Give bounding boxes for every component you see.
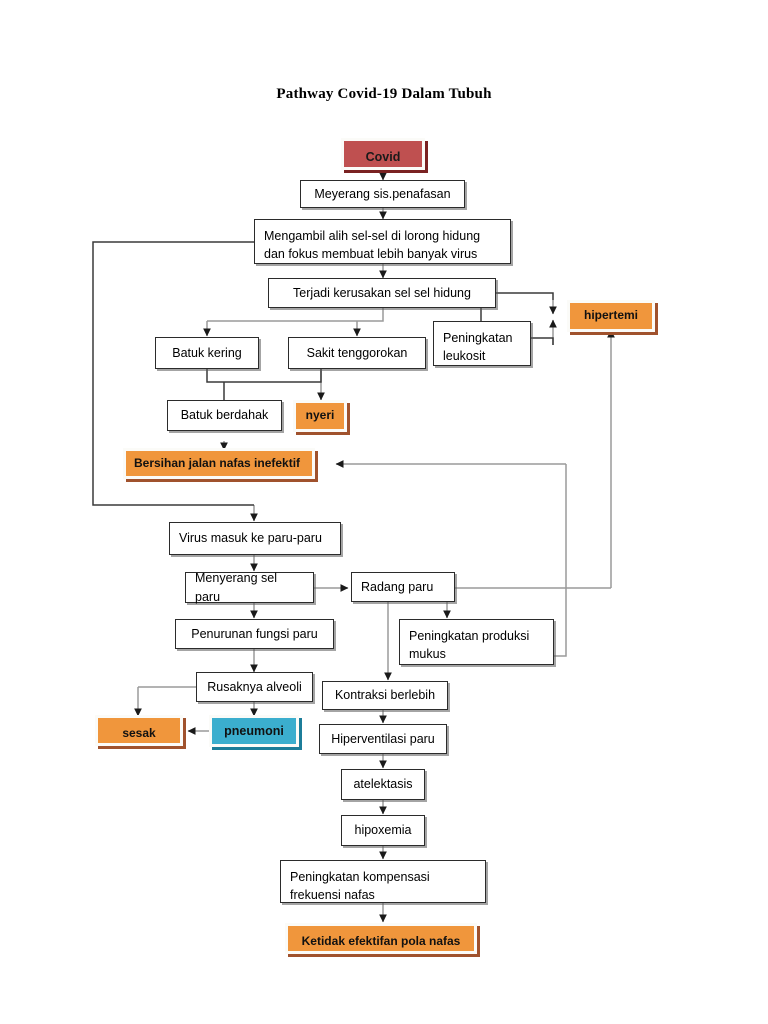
node-peningkatan-leukosit-label: Peningkatan leukosit <box>443 331 513 364</box>
node-radang-paru-label: Radang paru <box>361 579 434 594</box>
node-covid-label: Covid <box>365 149 401 164</box>
node-rusaknya-alveoli[interactable]: Rusaknya alveoli <box>196 672 313 702</box>
page-title: Pathway Covid-19 Dalam Tubuh <box>276 86 492 102</box>
node-sesak-label: sesak <box>122 725 156 740</box>
node-hipoxemia[interactable]: hipoxemia <box>341 815 425 846</box>
node-peningkatan-kompensasi[interactable]: Peningkatan kompensasi frekuensi nafas <box>280 860 486 903</box>
node-penurunan-fungsi-paru[interactable]: Penurunan fungsi paru <box>175 619 334 649</box>
node-pneumoni-label: pneumoni <box>224 723 284 738</box>
node-rusaknya-alveoli-label: Rusaknya alveoli <box>207 679 302 694</box>
node-terjadi-kerusakan-sel[interactable]: Terjadi kerusakan sel sel hidung <box>268 278 496 308</box>
node-penurunan-fungsi-paru-label: Penurunan fungsi paru <box>191 626 318 641</box>
node-kontraksi-berlebih-label: Kontraksi berlebih <box>334 688 436 703</box>
node-kontraksi-berlebih[interactable]: Kontraksi berlebih <box>322 681 448 710</box>
node-peningkatan-produksi-mukus[interactable]: Peningkatan produksi mukus <box>399 619 554 665</box>
node-peningkatan-kompensasi-label: Peningkatan kompensasi frekuensi nafas <box>290 870 430 903</box>
node-ketidak-efektifan-pola-nafas-label: Ketidak efektifan pola nafas <box>301 933 461 948</box>
node-peningkatan-leukosit[interactable]: Peningkatan leukosit <box>433 321 531 366</box>
node-meyerang-sis-penafasan-label: Meyerang sis.penafasan <box>314 186 451 201</box>
node-atelektasis[interactable]: atelektasis <box>341 769 425 800</box>
node-mengambil-alih-sel-label: Mengambil alih sel-sel di lorong hidung … <box>264 229 481 262</box>
node-sakit-tenggorokan-label: Sakit tenggorokan <box>306 345 408 360</box>
node-menyerang-sel-paru[interactable]: Menyerang sel paru <box>185 571 314 604</box>
node-nyeri-label: nyeri <box>305 408 335 423</box>
node-menyerang-sel-paru-label: Menyerang sel paru <box>195 571 277 604</box>
node-pneumoni[interactable]: pneumoni <box>212 718 296 744</box>
node-hipoxemia-label: hipoxemia <box>354 823 412 838</box>
node-batuk-berdahak-label: Batuk berdahak <box>180 408 269 423</box>
node-hipertemi[interactable]: hipertemi <box>570 303 652 329</box>
node-hipertemi-label: hipertemi <box>583 308 638 323</box>
node-hiperventilasi-paru-label: Hiperventilasi paru <box>331 731 435 746</box>
node-covid[interactable]: Covid <box>344 141 422 167</box>
node-batuk-kering-label: Batuk kering <box>172 345 242 360</box>
node-hiperventilasi-paru[interactable]: Hiperventilasi paru <box>319 724 447 754</box>
node-nyeri[interactable]: nyeri <box>296 403 344 429</box>
node-mengambil-alih-sel[interactable]: Mengambil alih sel-sel di lorong hidung … <box>254 219 511 264</box>
node-virus-masuk-ke-paru-paru[interactable]: Virus masuk ke paru-paru <box>169 522 341 555</box>
node-virus-masuk-ke-paru-paru-label: Virus masuk ke paru-paru <box>179 531 322 546</box>
node-bersihan-jalan-nafas-inefektif[interactable]: Bersihan jalan nafas inefektif <box>126 451 312 476</box>
node-sakit-tenggorokan[interactable]: Sakit tenggorokan <box>288 337 426 369</box>
node-radang-paru[interactable]: Radang paru <box>351 572 455 602</box>
node-batuk-berdahak[interactable]: Batuk berdahak <box>167 400 282 431</box>
node-bersihan-jalan-nafas-inefektif-label: Bersihan jalan nafas inefektif <box>134 455 301 470</box>
node-batuk-kering[interactable]: Batuk kering <box>155 337 259 369</box>
node-ketidak-efektifan-pola-nafas[interactable]: Ketidak efektifan pola nafas <box>288 926 474 951</box>
node-atelektasis-label: atelektasis <box>353 777 413 792</box>
node-peningkatan-produksi-mukus-label: Peningkatan produksi mukus <box>409 629 530 662</box>
node-meyerang-sis-penafasan[interactable]: Meyerang sis.penafasan <box>300 180 465 208</box>
node-sesak[interactable]: sesak <box>98 718 180 743</box>
node-terjadi-kerusakan-sel-label: Terjadi kerusakan sel sel hidung <box>293 285 471 300</box>
